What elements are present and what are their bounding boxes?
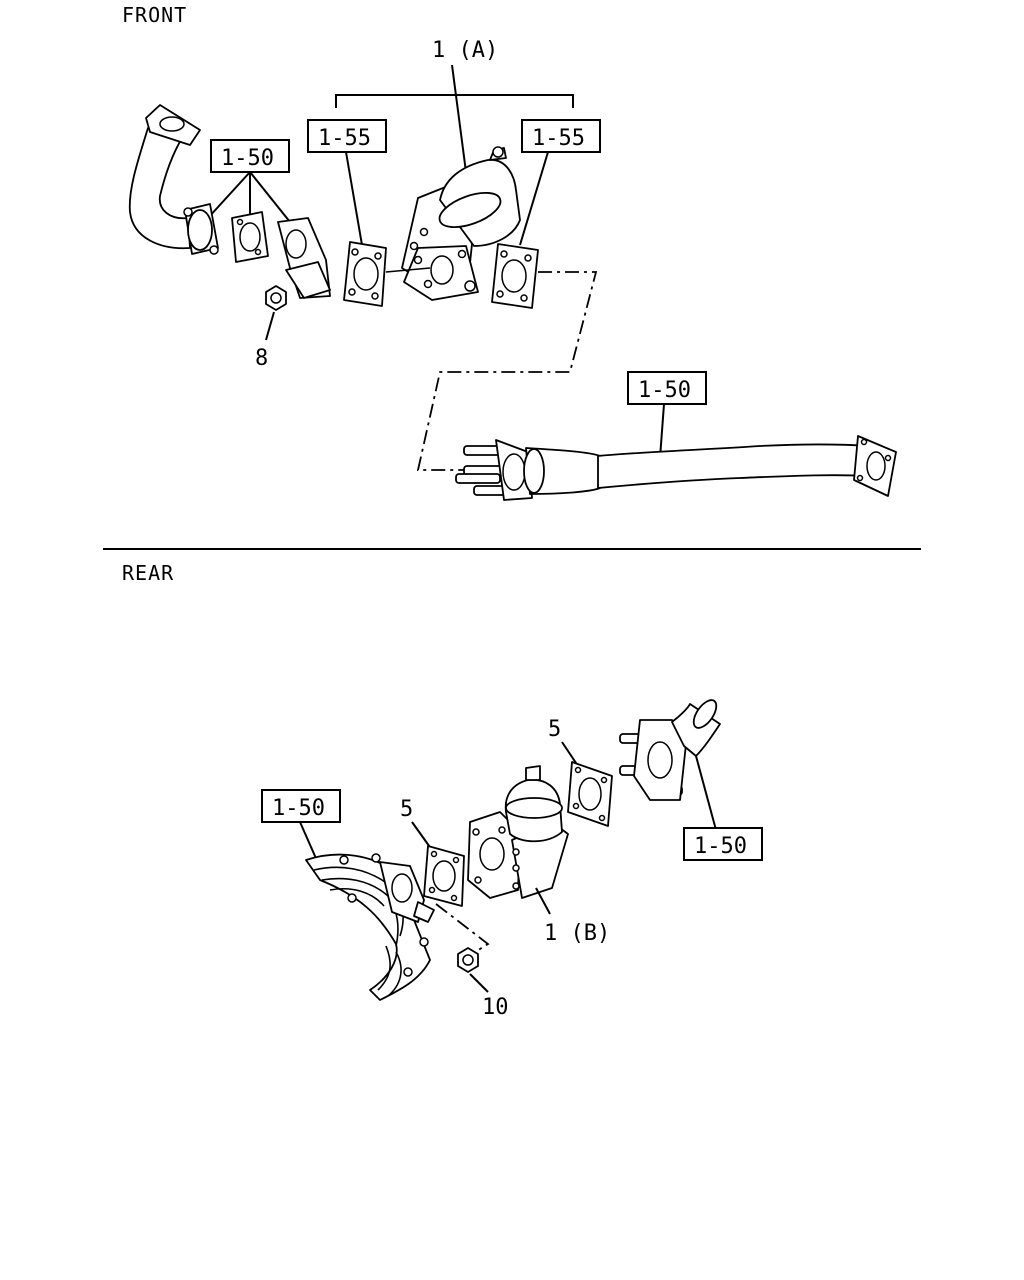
leader-1-50-a [207,171,251,219]
ref-box-1-55-left[interactable]: 1-55 [307,119,387,153]
leader-nut-10 [469,973,489,993]
label-nut-8: 8 [255,346,268,371]
svg-text:1-55: 1-55 [532,126,585,151]
label-1b: 1 (B) [544,921,610,946]
front-section-title: FRONT [122,3,187,27]
callout-1a-leader [451,64,467,173]
front-long-exhaust-pipe [455,435,897,501]
ref-box-1-50-rear-left[interactable]: 1-50 [261,789,341,823]
ref-box-1-55-right[interactable]: 1-55 [521,119,601,153]
leader-1b [535,887,551,915]
ref-box-1-50-front-left[interactable]: 1-50 [210,139,290,173]
rear-exhaust-manifold [305,853,435,1001]
svg-text:1-50: 1-50 [694,834,747,859]
catalytic-converter-1a [401,146,521,301]
leader-gasket-5-right [561,741,579,767]
front-square-gasket-right [491,243,539,309]
label-gasket-5-right: 5 [548,717,561,742]
leader-1-50-c [249,171,291,223]
assembly-line-left [385,267,431,273]
rear-assembly-dash [435,903,490,955]
nut-10 [457,947,479,973]
leader-1-50-pipe [659,403,665,459]
gasket-group-bracket [335,94,574,108]
leader-nut-8 [265,311,275,341]
leader-1-55-left [345,151,363,246]
front-square-gasket-left [343,241,387,307]
label-nut-10: 10 [482,995,509,1020]
callout-1a-label: 1 (A) [432,38,498,63]
svg-text:1-50: 1-50 [272,796,325,821]
catalytic-converter-1b [467,765,569,899]
front-gasket-left [231,211,269,263]
rear-gasket-left [423,845,465,907]
label-gasket-5-left: 5 [400,797,413,822]
leader-1-55-right [519,151,549,246]
svg-text:1-50: 1-50 [638,378,691,403]
svg-text:1-50: 1-50 [221,146,274,171]
assembly-dash-line [416,271,598,471]
front-flange-elbow [277,217,331,299]
rear-section-title: REAR [122,561,174,585]
leader-rear-1-50-right [695,755,717,831]
front-exhaust-pipe [128,104,219,255]
nut-8 [265,285,287,311]
ref-box-1-50-pipe[interactable]: 1-50 [627,371,707,405]
ref-box-1-50-rear-right[interactable]: 1-50 [683,827,763,861]
rear-pipe-flange [619,699,721,801]
rear-gasket-right [567,761,613,827]
svg-text:1-55: 1-55 [318,126,371,151]
